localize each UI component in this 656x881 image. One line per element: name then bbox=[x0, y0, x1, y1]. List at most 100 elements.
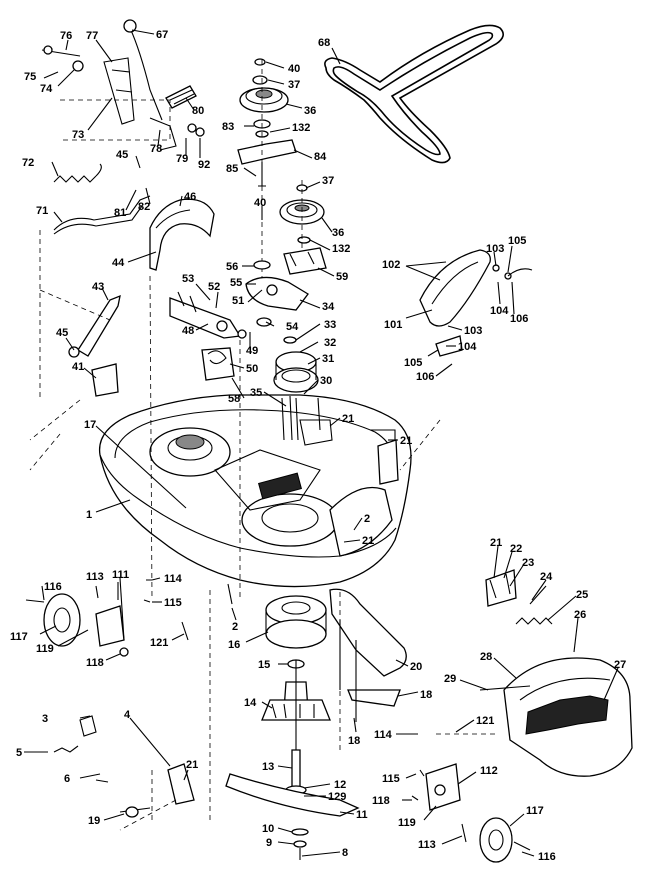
callout-52: 52 bbox=[208, 281, 220, 293]
callout-17: 17 bbox=[84, 419, 96, 431]
callout-5: 5 bbox=[16, 747, 22, 759]
gauge-wheel-left bbox=[25, 577, 129, 657]
lower-pulley-stack bbox=[279, 180, 327, 275]
callout-76: 76 bbox=[60, 30, 72, 42]
callout-29: 29 bbox=[444, 673, 456, 685]
callout-20: 20 bbox=[410, 661, 422, 673]
callout-55: 55 bbox=[230, 277, 242, 289]
callout-2-lower: 2 bbox=[232, 621, 238, 633]
callout-101: 101 bbox=[384, 319, 402, 331]
callout-24: 24 bbox=[540, 571, 553, 583]
callout-115-left: 115 bbox=[164, 597, 182, 609]
callout-49: 49 bbox=[246, 345, 258, 357]
discharge-chute-27 bbox=[479, 657, 633, 777]
callout-53: 53 bbox=[182, 273, 194, 285]
callout-105-mid: 105 bbox=[404, 357, 422, 369]
callout-81: 81 bbox=[114, 207, 126, 219]
callout-31: 31 bbox=[322, 353, 334, 365]
callout-106-top: 106 bbox=[510, 313, 528, 325]
discharge-deflector bbox=[329, 588, 407, 722]
callout-48: 48 bbox=[182, 325, 194, 337]
callout-23: 23 bbox=[522, 557, 534, 569]
callout-106-mid: 106 bbox=[416, 371, 434, 383]
rod-71 bbox=[53, 195, 151, 235]
callout-27: 27 bbox=[614, 659, 626, 671]
callout-21-deck: 21 bbox=[362, 535, 374, 547]
callout-33: 33 bbox=[324, 319, 336, 331]
callout-113-right: 113 bbox=[418, 839, 436, 851]
hardware-left bbox=[143, 579, 233, 641]
callout-104-mid: 104 bbox=[458, 341, 477, 353]
spring-72 bbox=[53, 163, 102, 183]
callout-18-right: 18 bbox=[420, 689, 432, 701]
spring-bracket bbox=[201, 347, 235, 381]
callout-75: 75 bbox=[24, 71, 36, 83]
callout-118-left: 118 bbox=[86, 657, 104, 669]
callout-28: 28 bbox=[480, 651, 492, 663]
callout-82: 82 bbox=[138, 201, 150, 213]
callout-117-right: 117 bbox=[526, 805, 544, 817]
callout-121-left: 121 bbox=[150, 637, 168, 649]
callout-83: 83 bbox=[222, 121, 234, 133]
callout-77: 77 bbox=[86, 30, 98, 42]
callout-119-left: 119 bbox=[36, 643, 54, 655]
guide-lines bbox=[29, 275, 441, 820]
callout-9: 9 bbox=[266, 837, 272, 849]
spindle-pulley bbox=[273, 336, 321, 441]
blade-adapter bbox=[261, 595, 331, 800]
callout-114-left: 114 bbox=[164, 573, 183, 585]
mount-bracket-21 bbox=[377, 439, 399, 485]
arm-43 bbox=[68, 294, 121, 358]
callout-13: 13 bbox=[262, 761, 274, 773]
callout-56: 56 bbox=[226, 261, 238, 273]
callout-121-right: 121 bbox=[476, 715, 494, 727]
lift-linkage bbox=[41, 19, 205, 151]
callout-113-left: 113 bbox=[86, 571, 104, 583]
callout-25: 25 bbox=[576, 589, 588, 601]
callout-74: 74 bbox=[40, 83, 53, 95]
callout-26: 26 bbox=[574, 609, 586, 621]
callout-116-left: 116 bbox=[44, 581, 62, 593]
callout-50: 50 bbox=[246, 363, 258, 375]
callout-34: 34 bbox=[322, 301, 335, 313]
callout-115-right: 115 bbox=[382, 773, 400, 785]
callout-73: 73 bbox=[72, 129, 84, 141]
upper-pulley-stack bbox=[237, 58, 297, 300]
callout-129: 129 bbox=[328, 791, 346, 803]
callout-10: 10 bbox=[262, 823, 274, 835]
callout-6: 6 bbox=[64, 773, 70, 785]
idler-bracket bbox=[169, 291, 247, 339]
callout-37-mid: 37 bbox=[322, 175, 334, 187]
leader-lines bbox=[24, 29, 619, 857]
callout-103-top: 103 bbox=[486, 243, 504, 255]
callout-114-right: 114 bbox=[374, 729, 393, 741]
callout-116-right: 116 bbox=[538, 851, 556, 863]
callout-45-top: 45 bbox=[116, 149, 128, 161]
callout-46: 46 bbox=[184, 191, 196, 203]
callout-19: 19 bbox=[88, 815, 100, 827]
callout-132-top: 132 bbox=[292, 122, 310, 134]
callout-84: 84 bbox=[314, 151, 327, 163]
callout-22: 22 bbox=[510, 543, 522, 555]
callout-15: 15 bbox=[258, 659, 270, 671]
callout-45-mid: 45 bbox=[56, 327, 68, 339]
callout-119-right: 119 bbox=[398, 817, 416, 829]
callout-36-mid: 36 bbox=[332, 227, 344, 239]
idler-plate-55 bbox=[245, 260, 309, 327]
callout-3: 3 bbox=[42, 713, 48, 725]
callout-43: 43 bbox=[92, 281, 104, 293]
right-bracket-assembly bbox=[485, 569, 553, 625]
callout-58: 58 bbox=[228, 393, 240, 405]
callout-111: 111 bbox=[112, 569, 129, 581]
callout-67: 67 bbox=[156, 29, 168, 41]
belt-guard-44 bbox=[149, 198, 215, 271]
callout-18-lower: 18 bbox=[348, 735, 360, 747]
callout-132-mid: 132 bbox=[332, 243, 350, 255]
callout-80: 80 bbox=[192, 105, 204, 117]
drive-belt bbox=[324, 24, 504, 164]
callout-32: 32 bbox=[324, 337, 336, 349]
callout-21-upper: 21 bbox=[342, 413, 354, 425]
callout-labels: 76 77 67 75 74 80 73 78 79 92 72 45 81 8… bbox=[10, 29, 626, 863]
gauge-wheel-right bbox=[411, 733, 531, 863]
callout-2-upper: 2 bbox=[364, 513, 370, 525]
